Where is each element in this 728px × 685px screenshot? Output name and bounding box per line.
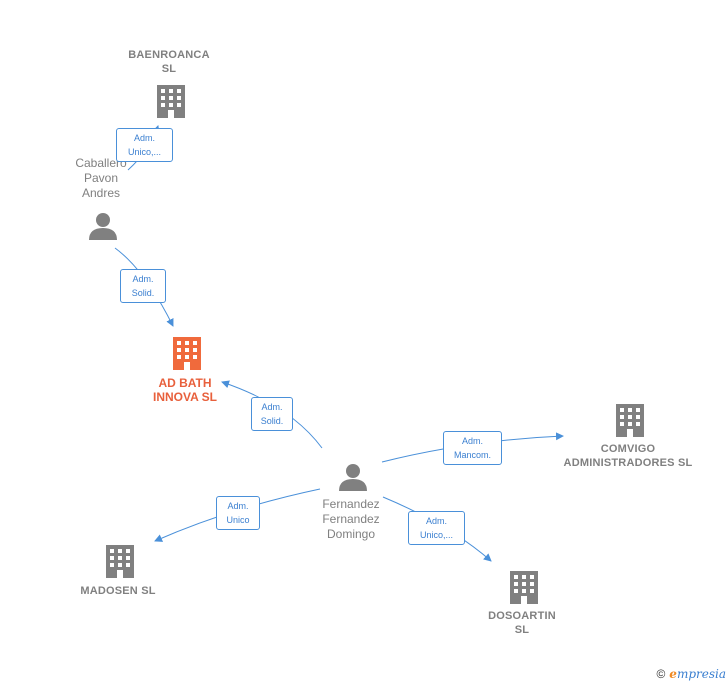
node-label-line: Caballero <box>75 156 127 170</box>
building-icon <box>173 337 201 370</box>
node-madosen-label[interactable]: MADOSEN SL <box>68 584 168 598</box>
edge-label-line: Unico,... <box>419 530 453 540</box>
edge-label-fernandez-comvigo[interactable]: Adm. Mancom. <box>443 431 502 465</box>
node-comvigo-label[interactable]: COMVIGO ADMINISTRADORES SL <box>556 442 700 470</box>
node-label-line: INNOVA SL <box>152 390 217 404</box>
node-label-line: Pavon <box>83 171 119 185</box>
node-label-line: BAENROANCA <box>128 49 210 61</box>
person-icon <box>339 464 367 491</box>
edge-label-line: Adm. <box>133 133 155 143</box>
building-icon <box>510 571 538 604</box>
node-label-line: SL <box>161 63 177 75</box>
edge-label-fernandez-madosen[interactable]: Adm. Unico <box>216 496 260 530</box>
footer-brand: © empresia <box>656 667 726 681</box>
node-label-line: Domingo <box>326 527 376 541</box>
node-label-line: MADOSEN SL <box>80 585 156 597</box>
brand-initial: e <box>669 667 677 681</box>
edge-label-line: Adm. <box>132 274 154 284</box>
building-icon <box>106 545 134 578</box>
node-label-line: SL <box>514 624 530 636</box>
edge-label-line: Unico,... <box>127 147 161 157</box>
edge-label-line: Adm. <box>261 402 283 412</box>
node-label-line: Andres <box>81 186 121 200</box>
edge-label-line: Solid. <box>260 416 284 426</box>
building-icon <box>616 404 644 437</box>
node-baenroanca-label[interactable]: BAENROANCA SL <box>110 48 228 76</box>
empresia-logo: empresia <box>669 667 726 681</box>
copyright-icon: © <box>656 667 666 681</box>
edge-label-fernandez-adbath[interactable]: Adm. Solid. <box>251 397 293 431</box>
brand-rest: mpresia <box>676 667 726 681</box>
node-dosoartin-label[interactable]: DOSOARTIN SL <box>474 609 570 637</box>
node-label-line: AD BATH <box>158 376 212 390</box>
edge-label-caballero-adbath[interactable]: Adm. Solid. <box>120 269 166 303</box>
node-fernandez-label[interactable]: Fernandez Fernandez Domingo <box>306 497 396 542</box>
node-adbath-label[interactable]: AD BATH INNOVA SL <box>135 376 235 404</box>
edge-label-fernandez-dosoartin[interactable]: Adm. Unico,... <box>408 511 465 545</box>
building-icon <box>157 85 185 118</box>
node-label-line: Fernandez <box>322 512 380 526</box>
edge-label-caballero-baenroanca[interactable]: Adm. Unico,... <box>116 128 173 162</box>
node-label-line: Fernandez <box>322 497 380 511</box>
edge-label-line: Adm. <box>227 501 249 511</box>
node-caballero-label[interactable]: Caballero Pavon Andres <box>56 156 146 201</box>
edge-label-line: Solid. <box>131 288 155 298</box>
edge-label-line: Adm. <box>425 516 447 526</box>
edge-label-line: Unico <box>226 515 250 525</box>
node-label-line: ADMINISTRADORES SL <box>563 457 693 469</box>
edge-label-line: Adm. <box>461 436 483 446</box>
node-label-line: COMVIGO <box>600 443 656 455</box>
person-icon <box>89 213 117 240</box>
node-label-line: DOSOARTIN <box>488 610 556 622</box>
edge-label-line: Mancom. <box>453 450 491 460</box>
